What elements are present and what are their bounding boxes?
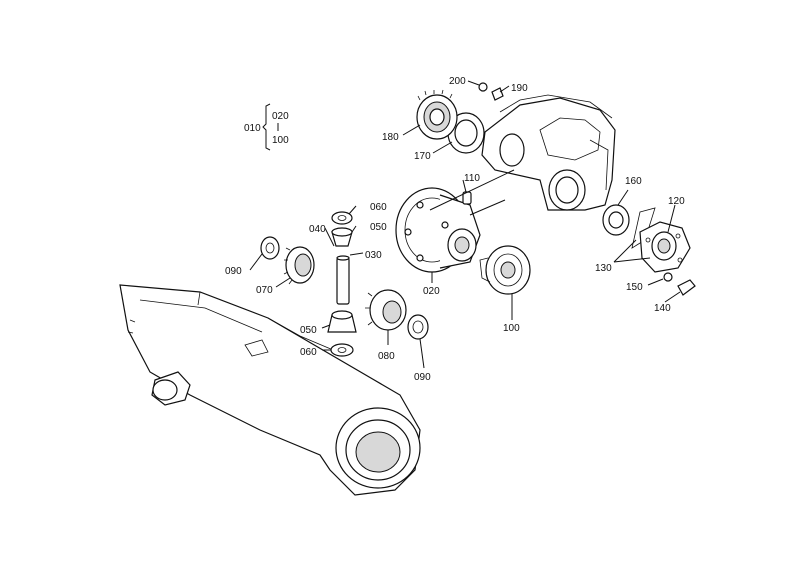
callout-160: 160 — [625, 176, 642, 187]
lock-washer-190 — [491, 87, 504, 101]
cover-120 — [639, 221, 691, 273]
callout-090-left: 090 — [225, 266, 242, 277]
callout-180: 180 — [382, 132, 399, 143]
pinion-gear-050-upper — [331, 227, 353, 247]
callout-110: 110 — [464, 173, 480, 184]
callout-170: 170 — [414, 151, 431, 162]
pinion-gear-050-lower — [327, 310, 357, 333]
callout-070: 070 — [256, 285, 273, 296]
callout-140: 140 — [654, 303, 671, 314]
callout-040: 040 — [309, 224, 326, 235]
bolt-140 — [677, 279, 696, 296]
callout-100: 100 — [503, 323, 520, 334]
callout-150: 150 — [626, 282, 643, 293]
callout-130: 130 — [595, 263, 612, 274]
callout-labels: 200 190 180 170 110 060 050 040 030 090 … — [225, 76, 685, 383]
bearing-170 — [447, 112, 485, 154]
ring-gear-180 — [416, 89, 458, 140]
thrust-washer-060-lower — [330, 343, 354, 357]
pinion-shaft-030 — [336, 255, 350, 305]
group-parent-label: 010 — [244, 123, 261, 134]
thrust-washer-060-upper — [331, 211, 353, 225]
callout-090-right: 090 — [414, 372, 431, 383]
axle-housing — [119, 284, 421, 496]
gear-case — [481, 94, 616, 211]
callout-030: 030 — [365, 250, 382, 261]
callout-050-lower: 050 — [300, 325, 317, 336]
side-gear-070 — [283, 246, 315, 285]
group-bracket: 010 020 100 — [244, 103, 289, 151]
callout-050-upper: 050 — [370, 222, 387, 233]
callout-020: 020 — [423, 286, 440, 297]
side-gear-100 — [479, 245, 531, 295]
differential-case — [395, 187, 481, 273]
thrust-washer-090-right — [407, 314, 429, 340]
leader-lines — [249, 80, 681, 369]
callout-060-upper: 060 — [370, 202, 387, 213]
callout-200: 200 — [449, 76, 466, 87]
callout-080: 080 — [378, 351, 395, 362]
thrust-washer-090-left — [260, 236, 280, 260]
group-child-label-2: 100 — [272, 135, 289, 146]
callout-060-lower: 060 — [300, 347, 317, 358]
callout-190: 190 — [511, 83, 528, 94]
bearing-160 — [602, 204, 630, 236]
side-gear-080 — [365, 289, 407, 331]
group-child-label-1: 020 — [272, 111, 289, 122]
washer-150 — [663, 272, 673, 282]
callout-120: 120 — [668, 196, 685, 207]
bolt-200 — [478, 82, 488, 92]
